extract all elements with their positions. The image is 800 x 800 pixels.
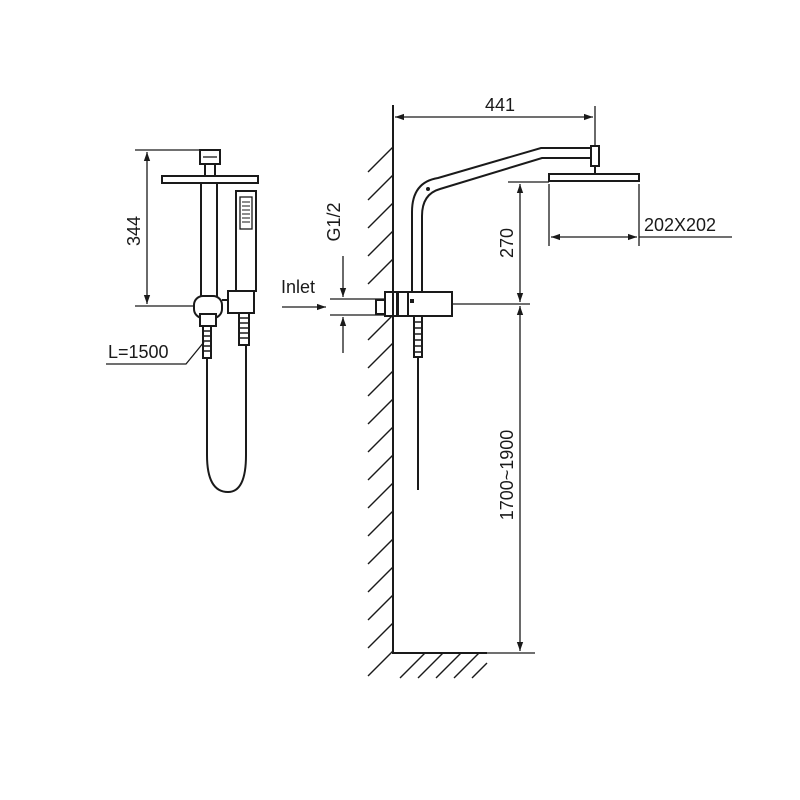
- hand-shower-nozzles: [242, 201, 250, 223]
- inlet-label: Inlet: [281, 277, 315, 297]
- side-hose-cone-texture: [414, 321, 422, 353]
- riser-arm-outer: [411, 147, 591, 293]
- mixer-body: [403, 291, 453, 317]
- overhead-shower-head: [161, 175, 259, 184]
- rain-shower-head: [548, 173, 640, 182]
- side-view: 441 270 1700~1900 202X202 Inlet G1/2: [281, 95, 732, 679]
- dim-270-label: 270: [497, 228, 517, 258]
- mixer-end-cap: [397, 291, 409, 317]
- hand-shower-face: [239, 196, 253, 230]
- shower-hose: [206, 345, 247, 494]
- side-hose-cone: [413, 315, 423, 358]
- top-fitting: [199, 149, 221, 165]
- dim-1700-label: 1700~1900: [497, 430, 517, 521]
- dim-441-label: 441: [485, 95, 515, 115]
- riser-arm-inner: [421, 157, 591, 293]
- hose-length-label: L=1500: [108, 342, 169, 362]
- wall-hatching: [367, 146, 394, 677]
- inlet-thread: [375, 299, 386, 315]
- hand-shower-holder: [227, 290, 255, 314]
- front-view: 344 L=1500: [106, 149, 259, 494]
- hose-cone-left: [202, 325, 212, 359]
- dim-344-label: 344: [124, 216, 144, 246]
- g12-label: G1/2: [324, 202, 344, 241]
- head-swivel: [590, 145, 600, 167]
- wall-flange: [384, 291, 398, 317]
- hose-cone-texture: [203, 317, 249, 352]
- wall-floor-outline: [392, 105, 487, 654]
- dim-202-label: 202X202: [644, 215, 716, 235]
- swivel-joint: [426, 187, 430, 191]
- diverter-outlet: [199, 313, 217, 327]
- mixer-screw: [410, 299, 414, 303]
- hose-cone-right: [238, 312, 250, 346]
- hose-length-leader: [106, 341, 205, 365]
- floor-hatching: [399, 652, 488, 679]
